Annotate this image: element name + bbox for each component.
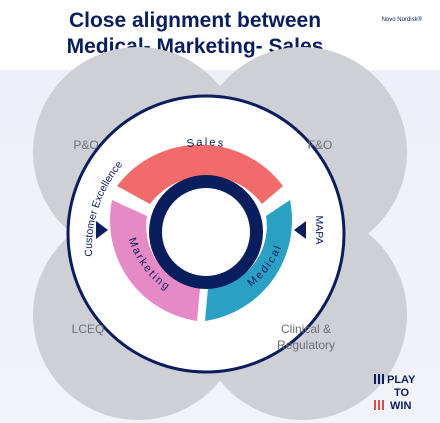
corner-label-regulatory: Regulatory [277, 338, 335, 352]
svg-text:TO: TO [394, 387, 410, 399]
segment-medical [205, 200, 293, 321]
arrow-right-icon [96, 221, 108, 239]
brand-label: Novo Nordisk® [381, 17, 422, 23]
side-label-mapa: MAPA [313, 216, 325, 245]
corner-label-fo: F&O [308, 138, 333, 152]
segment-marketing [109, 200, 200, 321]
segment-label-sales: Sales [186, 136, 226, 150]
corner-label-clinical: Clinical & [281, 322, 331, 336]
segment-sales [117, 144, 283, 204]
svg-text:PLAY: PLAY [387, 374, 416, 386]
title-line-1: Close alignment between [68, 9, 322, 32]
corner-label-lceq: LCEQ [72, 322, 105, 336]
core-hole [162, 188, 250, 276]
svg-text:WIN: WIN [390, 400, 411, 412]
corner-label-po: P&O [73, 138, 98, 152]
play-to-win-logo: PLAY TO WIN [374, 374, 416, 412]
arrow-left-icon [294, 221, 306, 239]
